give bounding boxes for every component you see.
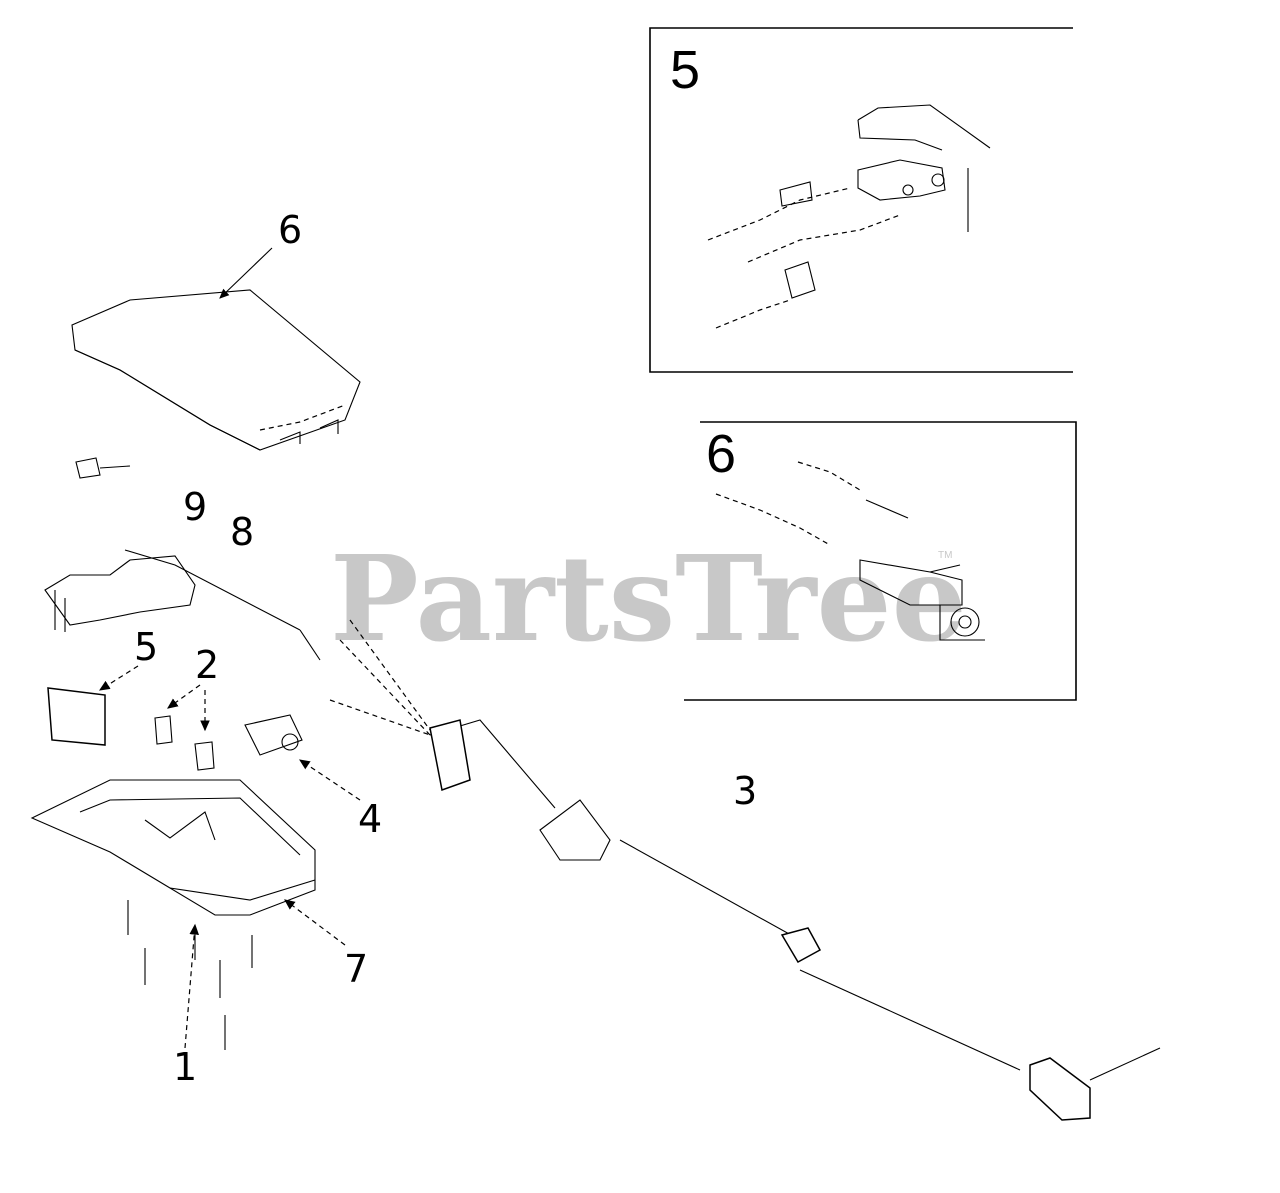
wire-terminal-assembly-6 [715,461,985,641]
callout-2: 2 [195,643,219,687]
watermark-text: PartsTree [330,529,967,668]
base-tray [30,779,316,916]
wire-terminal-assembly-5 [707,104,991,329]
clips-part-2 [154,715,215,771]
callout-3: 3 [733,769,757,813]
callout-7: 7 [344,947,368,991]
watermark-trademark: TM [938,550,952,561]
callout-1: 1 [173,1045,197,1089]
callout-6: 6 [278,208,302,252]
detail-box-5-title: 5 [670,40,700,100]
harness-loop [44,555,196,632]
callout-9: 9 [183,485,207,529]
leader-lines [98,247,361,1049]
screw-part-9 [75,457,131,479]
callout-8: 8 [230,510,254,554]
top-cover [71,289,361,451]
watermark: PartsTree TM [330,529,967,668]
callouts: 6 9 8 5 2 4 3 7 1 [134,208,757,1089]
detail-box-6-title: 6 [706,424,736,484]
callout-4: 4 [358,797,382,841]
detail-box-6: 6 [684,421,1077,701]
harness-cable [124,549,1161,1121]
detail-box-5: 5 [649,27,1073,373]
screws-part-1 [127,900,253,1050]
module-part-5 [47,687,106,746]
callout-5: 5 [134,625,158,669]
connector-part-4 [244,714,303,756]
